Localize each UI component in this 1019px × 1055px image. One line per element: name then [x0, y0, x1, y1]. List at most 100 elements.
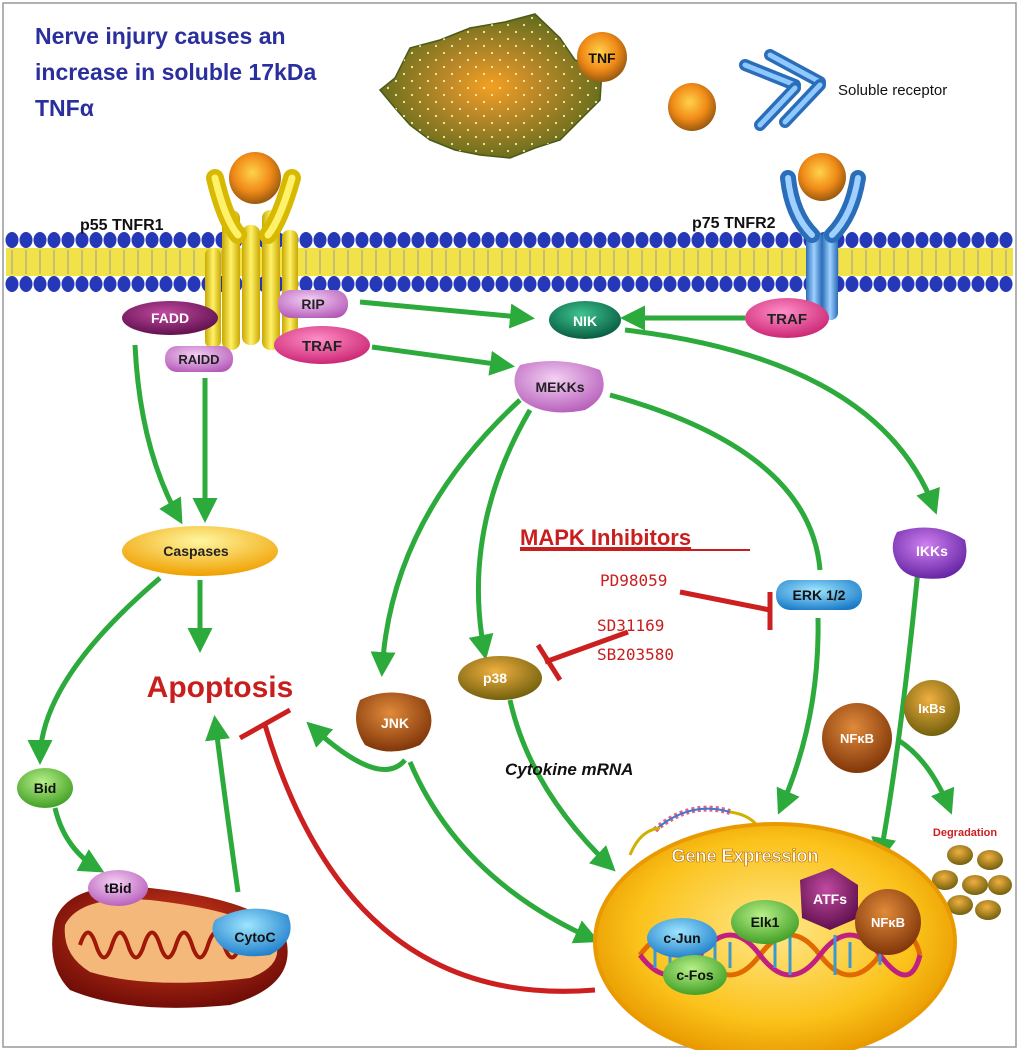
- inhibit-sd-line: [544, 629, 629, 665]
- membrane-lipid-head: [411, 276, 425, 292]
- elk1-label: Elk1: [751, 914, 780, 930]
- arrow-bid-to-tbid: [52, 807, 105, 873]
- membrane-lipid-head: [341, 276, 355, 292]
- raidd-label: RAIDD: [178, 352, 219, 367]
- membrane-lipid-head: [369, 276, 383, 292]
- membrane-lipid-head: [873, 232, 887, 248]
- inhibit-bar-apoptosis: [238, 707, 292, 741]
- arrow-ikbs-to-degradation: [896, 737, 955, 815]
- arrow-rip-to-nik: [359, 299, 535, 329]
- rip-protein: [278, 290, 348, 318]
- cytoc-label: CytoC: [234, 929, 275, 945]
- membrane-lipid-head: [621, 232, 635, 248]
- fadd-protein: [122, 301, 218, 335]
- membrane-lipid-head: [929, 276, 943, 292]
- membrane-lipid-head: [523, 276, 537, 292]
- membrane-lipid-head: [19, 276, 33, 292]
- tnf-molecule: [577, 32, 627, 82]
- membrane-lipid-head: [47, 276, 61, 292]
- arrow-nik-to-ikks: [624, 327, 940, 515]
- membrane-lipid-head: [691, 232, 705, 248]
- membrane-lipid-head: [635, 276, 649, 292]
- membrane-lipid-head: [845, 276, 859, 292]
- membrane-lipid-head: [901, 276, 915, 292]
- membrane-lipid-head: [33, 232, 47, 248]
- degradation-label: Degradation: [933, 827, 997, 839]
- membrane-lipid-head: [313, 232, 327, 248]
- membrane-lipid-head: [411, 232, 425, 248]
- soluble-tnf-molecule: [668, 83, 716, 131]
- p75-tnfr2-label: p75 TNFR2: [692, 215, 776, 232]
- title-line-2: increase in soluble 17kDa: [35, 59, 316, 85]
- membrane-lipid-head: [61, 276, 75, 292]
- membrane-lipid-head: [439, 276, 453, 292]
- membrane-lipid-head: [355, 232, 369, 248]
- fadd-label: FADD: [151, 310, 189, 326]
- ikks-protein: [892, 527, 967, 579]
- traf-right-label: TRAF: [767, 311, 807, 328]
- membrane-lipid-head: [663, 276, 677, 292]
- rip-label: RIP: [301, 296, 324, 312]
- membrane-lipid-head: [579, 232, 593, 248]
- membrane-lipid-head: [607, 276, 621, 292]
- membrane-lipid-head: [957, 232, 971, 248]
- membrane-lipid-head: [19, 232, 33, 248]
- membrane-lipid-head: [495, 232, 509, 248]
- nfkb-nucleus-label: NFκB: [871, 915, 905, 930]
- membrane-lipid-head: [103, 276, 117, 292]
- degradation-fragments: [932, 845, 1012, 920]
- membrane-lipid-head: [789, 232, 803, 248]
- apoptosis-label: Apoptosis: [147, 671, 294, 704]
- membrane-lipid-head: [593, 276, 607, 292]
- inhibitor-sd31169: SD31169: [597, 616, 664, 635]
- inhibit-bar-p38: [535, 643, 563, 682]
- arrow-fadd-to-caspases: [132, 344, 183, 525]
- membrane-lipid-head: [943, 232, 957, 248]
- membrane-lipid-head: [887, 276, 901, 292]
- membrane-lipid-head: [999, 232, 1013, 248]
- membrane-lipid-head: [985, 232, 999, 248]
- membrane-lipid-head: [159, 276, 173, 292]
- membrane-lipid-head: [621, 276, 635, 292]
- membrane-lipid-head: [187, 232, 201, 248]
- membrane-lipid-head: [89, 232, 103, 248]
- membrane-lipid-head: [873, 276, 887, 292]
- membrane-lipid-head: [523, 232, 537, 248]
- caspases-protein: [122, 526, 278, 576]
- caspases-label: Caspases: [163, 543, 229, 559]
- mapk-inhibitors-heading: MAPK Inhibitors: [520, 525, 691, 550]
- membrane-lipid-head: [761, 232, 775, 248]
- membrane-lipid-head: [733, 232, 747, 248]
- bid-label: Bid: [34, 780, 57, 796]
- membrane-lipid-head: [299, 276, 313, 292]
- nik-label: NIK: [573, 313, 597, 329]
- membrane-lipid-head: [131, 276, 145, 292]
- cfos-protein: [663, 955, 727, 995]
- membrane-lipid-head: [5, 276, 19, 292]
- membrane-lipid-head: [383, 232, 397, 248]
- arrow-ikks-to-nucleus: [871, 569, 921, 863]
- mekks-protein: [514, 361, 604, 413]
- membrane-lipid-head: [957, 276, 971, 292]
- p55-tnfr1-receptor: [205, 152, 301, 350]
- membrane-lipid-head: [551, 276, 565, 292]
- cjun-label: c-Jun: [663, 930, 700, 946]
- membrane-lipid-head: [663, 232, 677, 248]
- title-line-1: Nerve injury causes an: [35, 23, 286, 49]
- membrane-lipid-head: [887, 232, 901, 248]
- membrane-lipid-head: [327, 276, 341, 292]
- membrane-lipid-head: [145, 232, 159, 248]
- membrane-lipid-head: [845, 232, 859, 248]
- arrow-traf-to-mekks: [371, 344, 515, 376]
- arrow-erk-to-nucleus: [776, 617, 821, 815]
- membrane-lipid-head: [985, 276, 999, 292]
- membrane-lipid-head: [355, 276, 369, 292]
- arrow-p38-to-nucleus: [507, 699, 616, 872]
- membrane-lipid-head: [5, 232, 19, 248]
- elk1-protein: [731, 900, 799, 944]
- membrane-lipid-head: [537, 276, 551, 292]
- tnf-label: TNF: [588, 50, 616, 66]
- membrane-lipid-head: [299, 232, 313, 248]
- membrane-lipid-head: [369, 232, 383, 248]
